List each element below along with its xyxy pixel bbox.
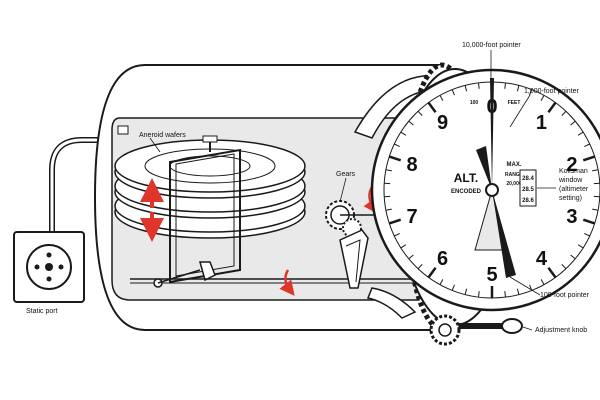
label-kollsman-line2: window (559, 177, 583, 184)
dial-tick (584, 143, 590, 148)
dial-numeral-4: 4 (536, 248, 548, 270)
dial-tick (408, 120, 414, 126)
dial-range-value: 20,000 (506, 181, 522, 187)
dial-tick (394, 143, 400, 148)
dial-tick (417, 264, 423, 270)
dial-tick (582, 155, 596, 162)
label-aneroid-wafers: Aneroid wafers (139, 132, 186, 139)
kollsman-digit: 28.6 (522, 198, 534, 204)
dial-tick (570, 254, 576, 260)
dial-tick (478, 291, 480, 298)
dial-tick (388, 218, 402, 225)
dial-top-left-text: 100 (470, 100, 479, 106)
dial-tick (504, 291, 506, 298)
dial-range-text: RANGE (505, 172, 524, 178)
dial-tick (385, 208, 392, 211)
linkage (130, 261, 420, 288)
dial-numeral-3: 3 (566, 206, 577, 228)
dial-encoded-text: ENCODED (451, 189, 482, 195)
label-static-port: Static port (26, 308, 58, 315)
dial-numeral-1: 1 (536, 112, 547, 134)
dial-tick (547, 266, 557, 279)
lower-ring (366, 287, 417, 319)
dial-tick (547, 101, 557, 114)
kollsman-digit: 28.4 (522, 176, 534, 182)
dial-tick (427, 266, 437, 279)
dial-tick (408, 254, 414, 260)
dial-tick (394, 232, 400, 237)
gears (325, 200, 420, 289)
dial-numeral-7: 7 (407, 206, 418, 228)
label-kollsman-line4: setting) (559, 195, 582, 202)
dial-tick (561, 264, 567, 270)
label-100-foot-pointer: 100-foot pointer (540, 292, 590, 299)
dial-tick (592, 208, 599, 211)
dial-tick (427, 101, 437, 114)
dial-tick (451, 284, 455, 291)
dial-tick (570, 120, 576, 126)
dial-tick (592, 169, 599, 172)
pointer-1000 (476, 146, 492, 190)
label-gears: Gears (336, 171, 356, 178)
static-port (13, 137, 118, 303)
dial-numeral-6: 6 (437, 248, 448, 270)
dial-top-right-text: FEET (508, 100, 521, 106)
dial-tick (584, 232, 590, 237)
label-adjustment-knob: Adjustment knob (535, 327, 588, 334)
dial-tick (540, 279, 545, 285)
shaft-rotation-arrow (279, 269, 295, 296)
dial-tick (439, 95, 444, 101)
dial-alt-text: ALT. (454, 171, 478, 185)
dial-tick (577, 244, 584, 249)
dial-tick (439, 279, 444, 285)
dial-tick (451, 89, 455, 96)
altimeter-dial: 0123456789 ALT. ENCODED MAX. RANGE 20,00… (370, 68, 600, 312)
dial-tick (464, 85, 468, 92)
dial-tick (582, 218, 596, 225)
dial-numeral-9: 9 (437, 112, 448, 134)
dial-tick (400, 131, 407, 136)
label-kollsman-line3: (altimeter (559, 186, 589, 193)
dial-max-text: MAX. (507, 162, 522, 168)
adjustment-knob (429, 314, 523, 346)
label-1000-foot-pointer: 1,000-foot pointer (524, 88, 579, 95)
dial-tick (540, 95, 545, 101)
dial-tick (529, 89, 533, 96)
dial-tick (478, 82, 480, 89)
dial-tick (385, 169, 392, 172)
label-kollsman-line1: Kollsman (559, 168, 588, 175)
dial-tick (504, 82, 506, 89)
label-10000-foot-pointer: 10,000-foot pointer (462, 42, 521, 49)
leader-lines (149, 50, 556, 331)
dial-tick (516, 85, 520, 92)
dial-numeral-2: 2 (566, 154, 577, 176)
pointer-10000 (490, 78, 494, 190)
dial-numeral-8: 8 (407, 154, 418, 176)
dial-tick (400, 244, 407, 249)
dial-tick (577, 131, 584, 136)
kollsman-digit: 28.5 (522, 187, 534, 193)
dial-tick (516, 288, 520, 295)
dial-tick (464, 288, 468, 295)
dial-tick (561, 110, 567, 116)
dial-numeral-5: 5 (486, 264, 497, 286)
kollsman-window: 28.4 28.5 28.6 (519, 169, 537, 207)
pointer-100 (492, 190, 516, 278)
dial-tick (388, 155, 402, 162)
dial-tick (417, 110, 423, 116)
